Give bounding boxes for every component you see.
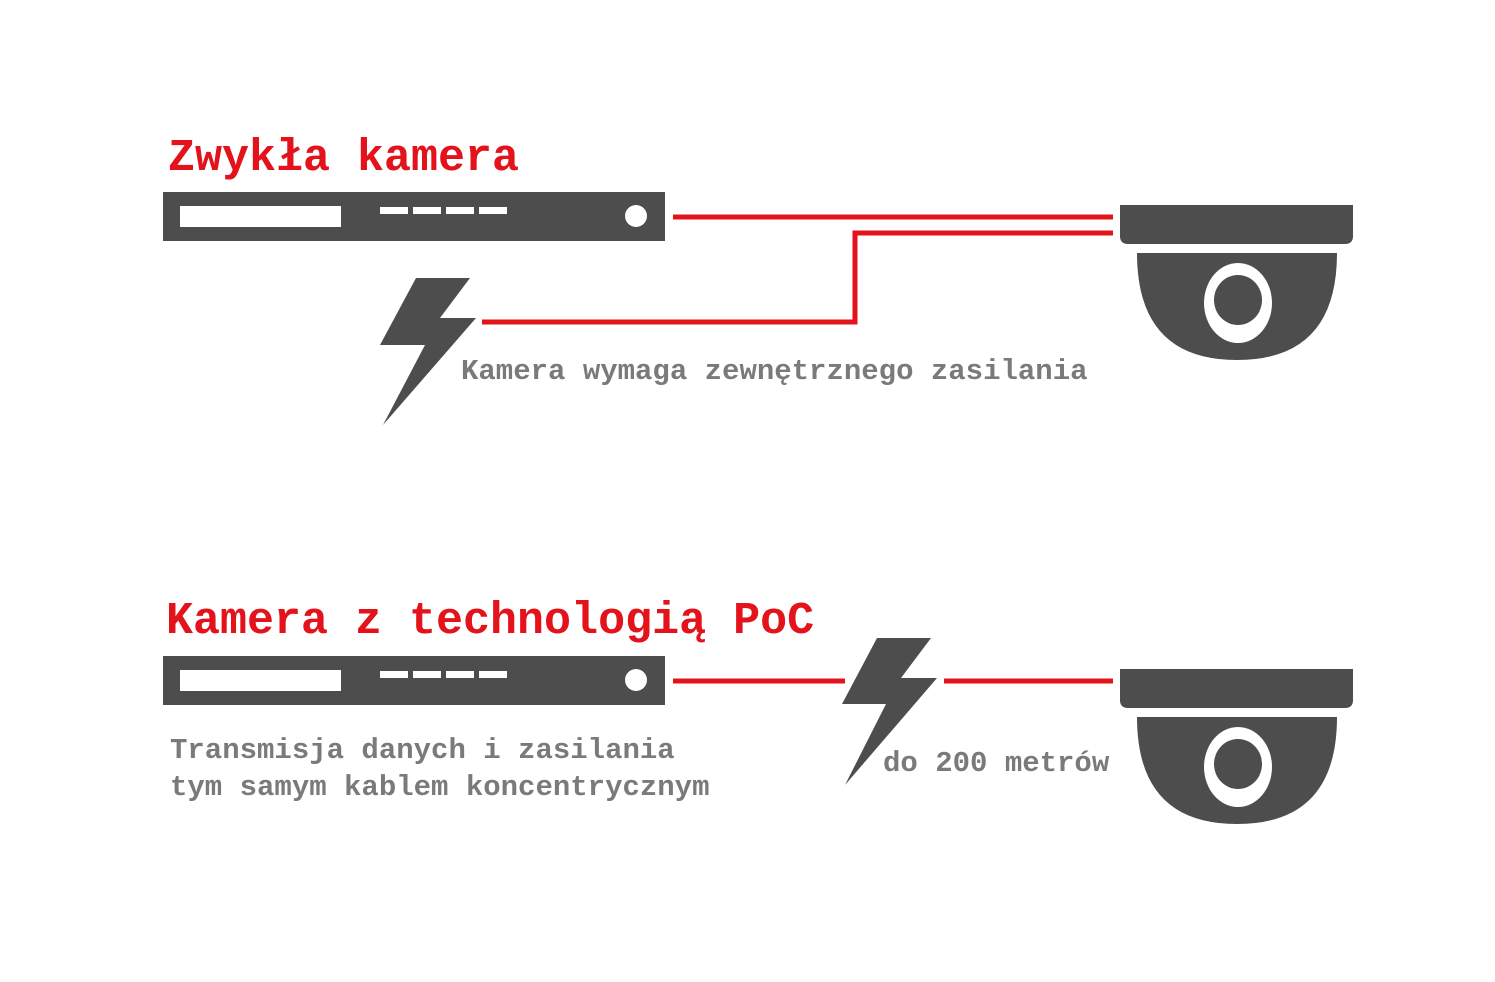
standard-note: Kamera wymaga zewnętrznego zasilania xyxy=(461,355,1088,388)
poc-note-line-2: tym samym kablem koncentrycznym xyxy=(170,771,710,804)
lightning-bolt-icon xyxy=(380,278,476,425)
poc-camera-section: Kamera z technologią PoC Transmisja dany… xyxy=(163,596,1353,824)
dome-camera-icon xyxy=(1120,669,1353,824)
distance-label: do 200 metrów xyxy=(883,747,1110,780)
lightning-bolt-icon xyxy=(842,638,937,785)
power-cable xyxy=(482,230,1113,325)
dome-camera-icon xyxy=(1120,205,1353,360)
standard-camera-section: Zwykła kamera Kamera wymaga zewnętrznego… xyxy=(163,133,1353,425)
dvr-recorder-icon xyxy=(163,656,665,705)
dvr-recorder-icon xyxy=(163,192,665,241)
poc-note-line-1: Transmisja danych i zasilania xyxy=(170,734,675,767)
poc-title: Kamera z technologią PoC xyxy=(166,596,814,647)
standard-title: Zwykła kamera xyxy=(168,133,519,184)
